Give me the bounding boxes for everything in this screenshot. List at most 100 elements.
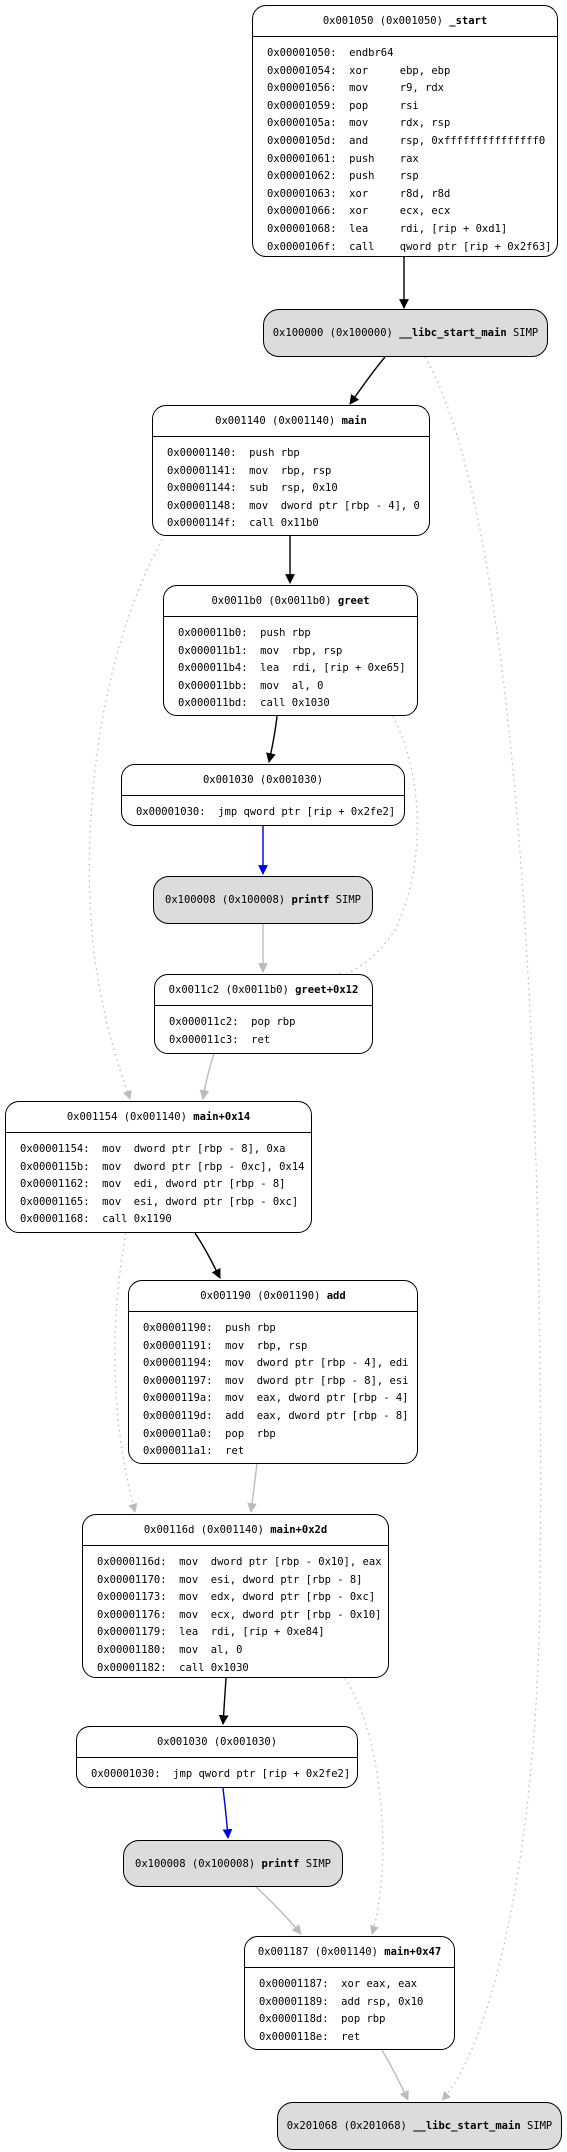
edge-plt2-to-printf2	[222, 1787, 233, 1839]
instruction-line: 0x0000116d: mov dword ptr [rbp - 0x10], …	[97, 1556, 382, 1568]
instruction-line: 0x00001165: mov esi, dword ptr [rbp - 0x…	[20, 1195, 299, 1208]
edge-main14-to-add	[194, 1232, 221, 1279]
instruction-line: 0x0000114f: call 0x11b0	[167, 517, 319, 530]
node-header: 0x0011b0 (0x0011b0) greet	[164, 586, 417, 617]
node-header: 0x001190 (0x001190) add	[129, 1281, 417, 1312]
node-address: 0x001030 (0x001030)	[156, 1736, 278, 1748]
instruction-line: 0x00001190: push rbp	[143, 1322, 276, 1334]
node-tag: SIMP	[305, 1857, 331, 1870]
instruction-line: 0x00001197: mov dword ptr [rbp - 8], esi	[143, 1374, 409, 1387]
node-printf-2: 0x100008 (0x100008) printf SIMP	[123, 1840, 343, 1887]
instruction-line: 0x00001154: mov dword ptr [rbp - 8], 0xa	[20, 1143, 286, 1155]
node-name: printf	[291, 894, 330, 906]
node-libc-start-main-1: 0x100000 (0x100000) __libc_start_main SI…	[263, 309, 548, 357]
node-add: 0x001190 (0x001190) add 0x00001190: push…	[128, 1280, 418, 1464]
node-address: 0x0011c2 (0x0011b0)	[168, 984, 289, 996]
node-name: main+0x2d	[270, 1524, 328, 1536]
node-code: 0x00001154: mov dword ptr [rbp - 8], 0xa…	[6, 1133, 311, 1237]
node-main-0x2d: 0x00116d (0x001140) main+0x2d 0x0000116d…	[82, 1514, 389, 1678]
instruction-line: 0x00001068: lea rdi, [rip + 0xd1]	[267, 222, 508, 235]
node-tag: SIMP	[526, 2120, 553, 2132]
edge-main47-to-libc2	[381, 2049, 409, 2101]
node-code: 0x00001050: endbr64 0x00001054: xor ebp, …	[253, 37, 557, 264]
node-greet: 0x0011b0 (0x0011b0) greet 0x000011b0: pu…	[163, 585, 418, 716]
instruction-line: 0x00001179: lea rdi, [rip + 0xe84]	[97, 1626, 325, 1639]
node-code: 0x000011b0: push rbp 0x000011b1: mov rbp,…	[164, 617, 417, 721]
node-header: 0x001050 (0x001050) _start	[253, 6, 557, 37]
node-address: 0x100008 (0x100008)	[165, 894, 286, 906]
instruction-line: 0x0000105d: and rsp, 0xfffffffffffffff0	[267, 134, 546, 147]
node-plt-2: 0x001030 (0x001030) 0x00001030: jmp qwor…	[76, 1726, 358, 1788]
instruction-line: 0x00001030: jmp qword ptr [rip + 0x2fe2]	[91, 1768, 351, 1780]
instruction-line: 0x00001063: xor r8d, r8d	[267, 187, 451, 200]
edge-printf2-to-main47	[255, 1886, 302, 1935]
node-header: 0x00116d (0x001140) main+0x2d	[83, 1515, 388, 1546]
node-name: greet+0x12	[295, 984, 359, 996]
instruction-line: 0x00001054: xor ebp, ebp	[267, 64, 451, 77]
node-address: 0x100008 (0x100008)	[135, 1857, 256, 1870]
instruction-line: 0x00001180: mov al, 0	[97, 1643, 243, 1656]
instruction-line: 0x00001194: mov dword ptr [rbp - 4], edi	[143, 1357, 409, 1370]
instruction-line: 0x0000106f: call qword ptr [rip + 0x2f63…	[267, 240, 552, 253]
instruction-line: 0x0000105a: mov rdx, rsp	[267, 117, 451, 130]
node-code: 0x00001030: jmp qword ptr [rip + 0x2fe2]	[122, 796, 404, 830]
instruction-line: 0x000011b4: lea rdi, [rip + 0xe65]	[178, 662, 406, 675]
node-main: 0x001140 (0x001140) main 0x00001140: pus…	[152, 405, 430, 536]
instruction-line: 0x00001176: mov ecx, dword ptr [rbp - 0x…	[97, 1608, 382, 1621]
instruction-line: 0x00001148: mov dword ptr [rbp - 4], 0	[167, 499, 420, 512]
instruction-line: 0x00001061: push rax	[267, 152, 419, 165]
edge-main2d-to-plt2	[218, 1677, 229, 1725]
node-address: 0x201068 (0x201068)	[286, 2120, 407, 2132]
instruction-line: 0x00001182: call 0x1030	[97, 1661, 249, 1674]
node-tag: SIMP	[512, 327, 539, 339]
node-name: main+0x47	[384, 1946, 442, 1958]
instruction-line: 0x000011bd: call 0x1030	[178, 697, 330, 710]
node-address: 0x00116d (0x001140)	[143, 1524, 264, 1536]
instruction-line: 0x00001144: sub rsp, 0x10	[167, 482, 338, 495]
edge-fake-libc1-to-libc2	[424, 356, 542, 2101]
node-address: 0x001140 (0x001140)	[215, 415, 336, 427]
instruction-line: 0x00001056: mov r9, rdx	[267, 82, 445, 95]
instruction-line: 0x000011b1: mov rbp, rsp	[178, 644, 343, 657]
edge-fake-main14-to-main2d	[114, 1232, 138, 1513]
node-header: 0x0011c2 (0x0011b0) greet+0x12	[155, 975, 372, 1006]
instruction-line: 0x00001191: mov rbp, rsp	[143, 1339, 308, 1352]
node-code: 0x00001190: push rbp 0x00001191: mov rbp,…	[129, 1312, 417, 1469]
node-header: 0x001030 (0x001030)	[77, 1727, 357, 1758]
node-code: 0x0000116d: mov dword ptr [rbp - 0x10], …	[83, 1546, 388, 1685]
node-name: main	[341, 415, 367, 427]
instruction-line: 0x0000119d: add eax, dword ptr [rbp - 8]	[143, 1409, 409, 1422]
instruction-line: 0x00001066: xor ecx, ecx	[267, 205, 451, 218]
node-name: __libc_start_main	[399, 327, 507, 339]
node-header: 0x201068 (0x201068) __libc_start_main SI…	[278, 2119, 561, 2133]
node-start: 0x001050 (0x001050) _start 0x00001050: e…	[252, 5, 558, 257]
node-address: 0x001190 (0x001190)	[200, 1290, 321, 1302]
node-header: 0x100008 (0x100008) printf SIMP	[124, 1857, 342, 1871]
instruction-line: 0x00001141: mov rbp, rsp	[167, 464, 332, 477]
node-name: _start	[449, 15, 488, 27]
edge-greet-to-plt1	[266, 715, 278, 763]
instruction-line: 0x000011a0: pop rbp	[143, 1427, 276, 1440]
node-header: 0x100008 (0x100008) printf SIMP	[154, 893, 372, 907]
node-name: __libc_start_main	[413, 2120, 521, 2132]
node-plt-1: 0x001030 (0x001030) 0x00001030: jmp qwor…	[121, 764, 405, 826]
node-greet-0x12: 0x0011c2 (0x0011b0) greet+0x12 0x000011c…	[154, 974, 373, 1054]
node-name: main+0x14	[193, 1111, 251, 1123]
node-address: 0x001154 (0x001140)	[66, 1111, 187, 1123]
node-main-0x47: 0x001187 (0x001140) main+0x47 0x00001187…	[244, 1936, 455, 2050]
instruction-line: 0x000011b0: push rbp	[178, 627, 311, 639]
node-main-0x14: 0x001154 (0x001140) main+0x14 0x00001154…	[5, 1101, 312, 1233]
instruction-line: 0x00001162: mov edi, dword ptr [rbp - 8]	[20, 1178, 286, 1191]
node-header: 0x001140 (0x001140) main	[153, 406, 429, 437]
node-address: 0x001187 (0x001140)	[257, 1946, 378, 1958]
instruction-line: 0x000011c2: pop rbp	[169, 1016, 296, 1028]
instruction-line: 0x0000118e: ret	[259, 2030, 361, 2043]
instruction-line: 0x00001030: jmp qword ptr [rip + 0x2fe2]	[136, 806, 396, 818]
instruction-line: 0x00001189: add rsp, 0x10	[259, 1995, 424, 2008]
instruction-line: 0x00001059: pop rsi	[267, 99, 419, 112]
instruction-line: 0x00001050: endbr64	[267, 47, 394, 59]
